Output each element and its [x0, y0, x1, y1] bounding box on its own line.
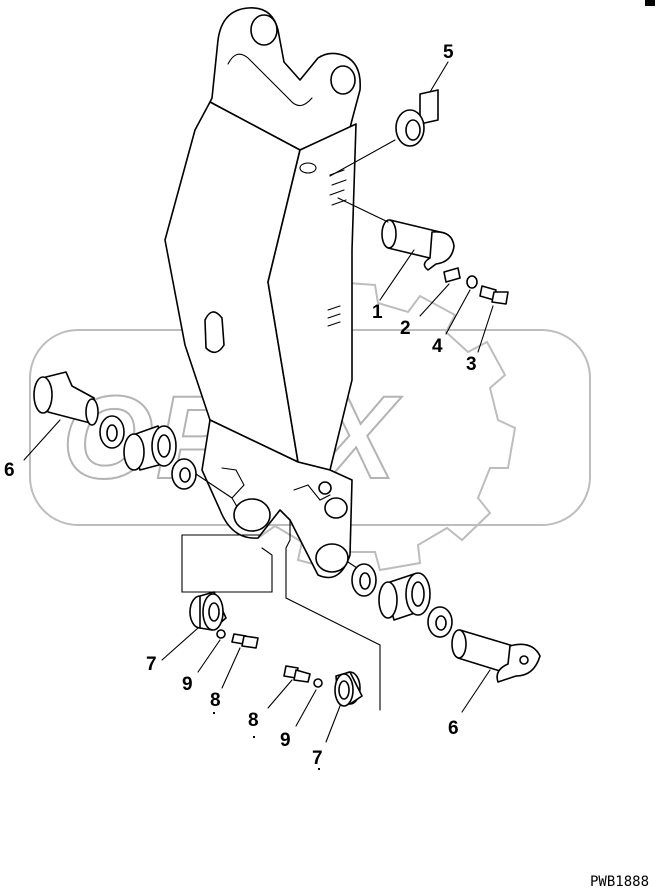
callout-1: 1 [372, 302, 383, 323]
tick-mark [253, 736, 255, 738]
callout-9-right: 9 [280, 730, 291, 751]
drawing-code: PWB1888 [590, 874, 649, 890]
callout-7-left: 7 [146, 654, 157, 675]
part-5-shim [329, 61, 449, 177]
callout-8-left: 8 [210, 690, 221, 711]
callout-3: 3 [466, 354, 477, 375]
callout-2: 2 [400, 318, 411, 339]
corner-mark [645, 0, 655, 6]
callout-9-left: 9 [182, 674, 193, 695]
left-pin-assembly [23, 371, 233, 499]
callout-7-right: 7 [312, 748, 323, 769]
tick-mark [213, 712, 215, 714]
callout-5: 5 [443, 42, 454, 63]
detail-box-left [161, 534, 273, 689]
callout-6-left: 6 [4, 460, 15, 481]
right-pin-assembly [347, 561, 541, 713]
tick-mark [318, 768, 320, 770]
callout-8-right: 8 [248, 710, 259, 731]
detail-box-right [267, 519, 381, 743]
part-1-pin [337, 197, 509, 353]
callout-6-right: 6 [448, 718, 459, 739]
arm-body [164, 7, 362, 579]
callout-4: 4 [432, 336, 443, 357]
